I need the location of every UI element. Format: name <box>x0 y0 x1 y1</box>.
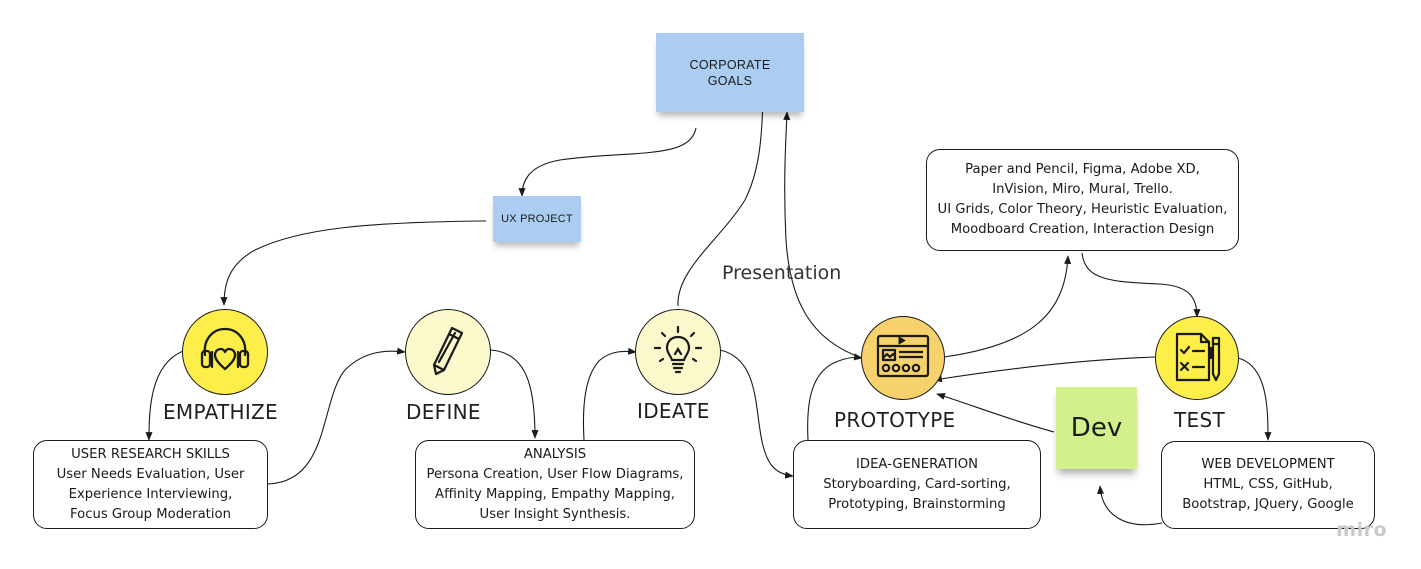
edge-prototype-to-goals <box>783 111 863 359</box>
box-line: ANALYSIS <box>523 446 587 462</box>
edge-define-to-analysis <box>489 349 539 439</box>
box-line: User Needs Evaluation, User <box>56 466 245 482</box>
box-web-development[interactable]: WEB DEVELOPMENT HTML, CSS, GitHub, Boots… <box>1161 441 1375 529</box>
box-line: HTML, CSS, GitHub, <box>1203 477 1333 492</box>
edge-empathize-to-research <box>145 349 187 441</box>
box-line: Paper and Pencil, Figma, Adobe XD, <box>965 162 1200 177</box>
stage-label-ideate: IDEATE <box>637 399 710 423</box>
pencil-icon <box>428 324 468 381</box>
edge-test-to-webdev <box>1237 357 1272 441</box>
checklist-pencil-icon <box>1171 328 1223 389</box>
ideate-circle[interactable] <box>635 309 721 395</box>
stage-label-define: DEFINE <box>406 400 481 424</box>
box-line: Bootstrap, JQuery, Google <box>1182 497 1354 512</box>
box-line: Storyboarding, Card-sorting, <box>823 476 1011 492</box>
test-circle[interactable] <box>1155 316 1239 400</box>
edge-research-to-define <box>267 347 406 485</box>
edge-analysis-to-ideate <box>582 347 637 441</box>
box-line: UI Grids, Color Theory, Heuristic Evalua… <box>937 202 1228 217</box>
sticky-ux-project[interactable]: UX PROJECT <box>493 196 581 242</box>
empathize-circle[interactable] <box>182 309 268 395</box>
stage-label-prototype: PROTOTYPE <box>834 408 956 432</box>
stage-label-test: TEST <box>1174 408 1225 432</box>
box-idea-generation[interactable]: IDEA-GENERATION Storyboarding, Card-sort… <box>793 440 1041 529</box>
box-line: Affinity Mapping, Empathy Mapping, <box>435 486 675 502</box>
sticky-corporate-goals[interactable]: CORPORATE GOALS <box>656 33 804 112</box>
box-analysis[interactable]: ANALYSIS Persona Creation, User Flow Dia… <box>415 440 695 529</box>
edge-test-to-prototype <box>933 356 1156 383</box>
box-line: Prototyping, Brainstorming <box>828 496 1006 512</box>
box-line: Persona Creation, User Flow Diagrams, <box>426 466 684 482</box>
box-tools[interactable]: Paper and Pencil, Figma, Adobe XD, InVis… <box>926 149 1239 251</box>
box-user-research[interactable]: USER RESEARCH SKILLS User Needs Evaluati… <box>33 440 268 529</box>
video-player-wireframe-icon <box>875 333 931 384</box>
box-line: Experience Interviewing, <box>68 486 233 502</box>
miro-watermark: miro <box>1336 519 1387 541</box>
edge-goals-to-uxproject <box>518 127 697 197</box>
prototype-circle[interactable] <box>861 316 945 400</box>
lightbulb-icon <box>651 323 705 382</box>
edge-ideate-to-ideageneration <box>719 349 794 479</box>
box-line: User Insight Synthesis. <box>479 506 631 522</box>
edge-tools-to-test <box>1081 252 1201 318</box>
headphones-heart-icon <box>198 325 252 380</box>
box-line: Focus Group Moderation <box>70 506 231 522</box>
edge-ideageneration-to-prototype <box>807 353 863 441</box>
box-line: Moodboard Creation, Interaction Design <box>950 222 1215 237</box>
edge-prototype-to-tools <box>943 255 1072 358</box>
box-line: USER RESEARCH SKILLS <box>71 446 230 462</box>
define-circle[interactable] <box>405 309 491 395</box>
sticky-dev[interactable]: Dev <box>1056 387 1137 469</box>
stage-label-empathize: EMPATHIZE <box>163 400 278 424</box>
edge-uxproject-to-empathize <box>220 220 487 306</box>
box-line: InVision, Miro, Mural, Trello. <box>992 182 1173 197</box>
edge-webdev-to-dev <box>1097 485 1163 526</box>
box-line: IDEA-GENERATION <box>856 456 978 472</box>
edge-label-presentation: Presentation <box>722 262 842 284</box>
edge-ideate-to-goals <box>677 97 767 307</box>
edge-dev-to-prototype <box>936 393 1055 433</box>
box-line: WEB DEVELOPMENT <box>1201 457 1335 472</box>
